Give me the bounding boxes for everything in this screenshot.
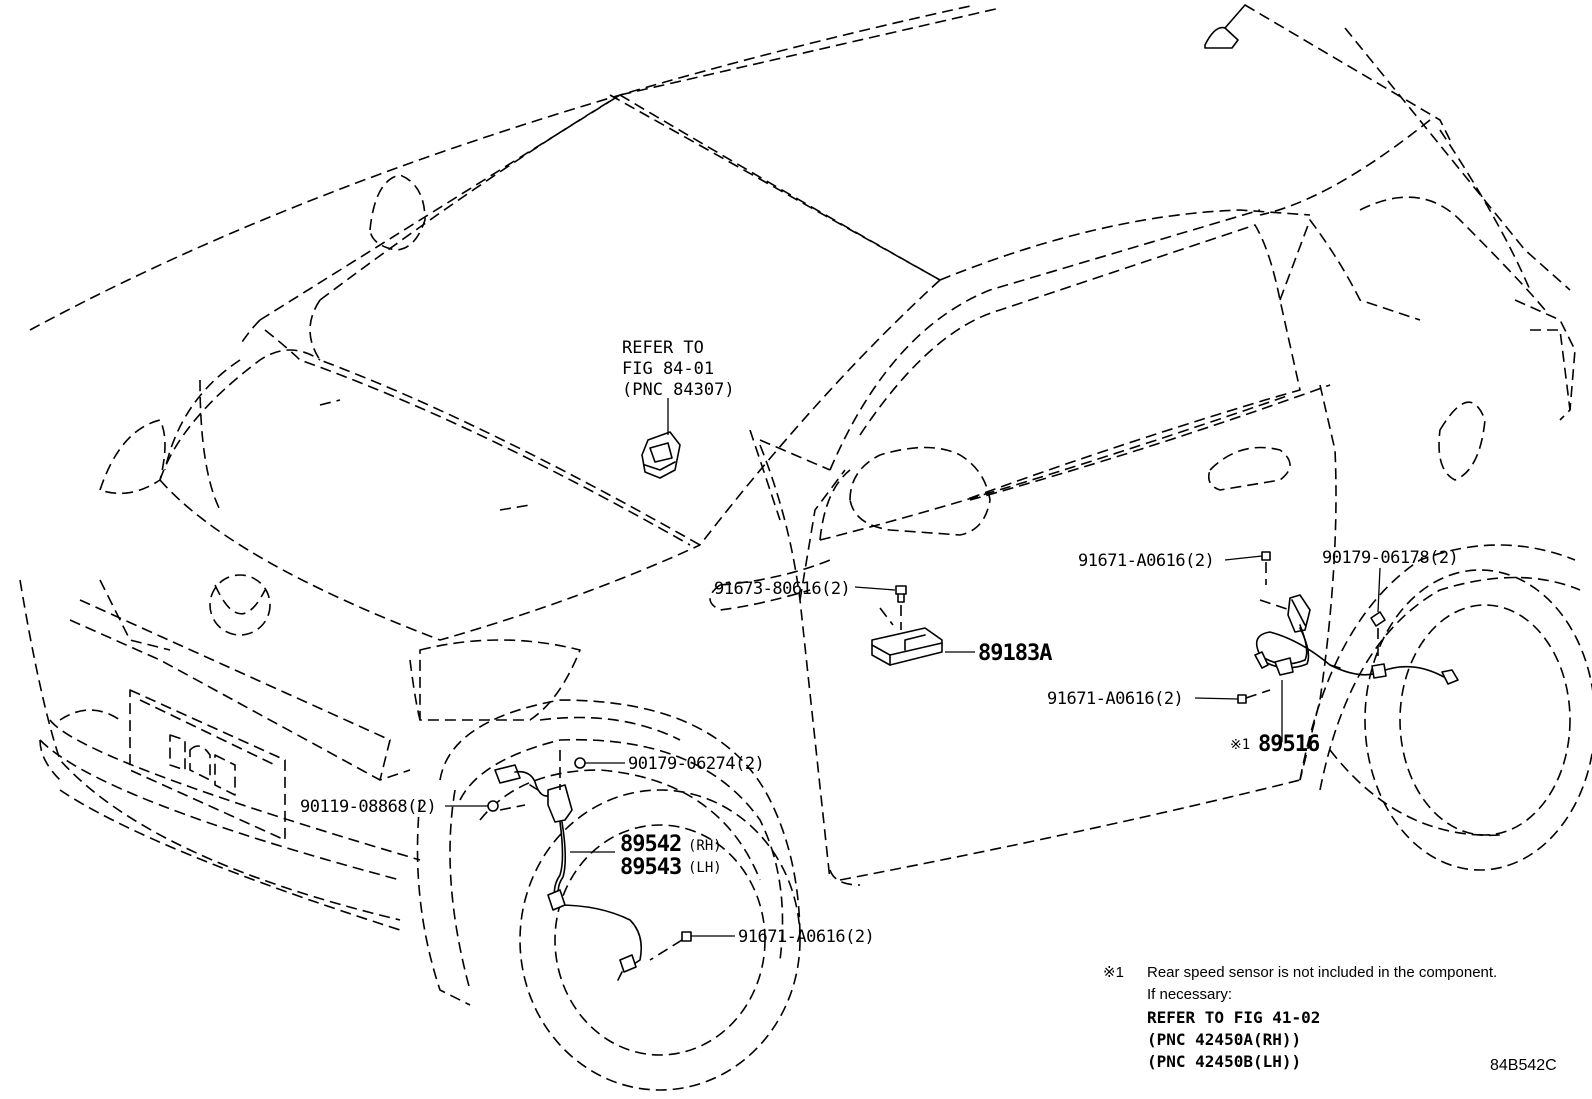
callout-clip-90119: 90119-08868(2) [300,797,436,817]
callout-clip-90179-06274: 90179-06274(2) [628,754,764,774]
callout-bolt-91671-front: 91671-A0616(2) [738,927,874,947]
yaw-rate-sensor-part [871,627,943,666]
rear-speed-sensor-harness [1237,551,1459,704]
front-speed-sensor-harness [487,750,692,981]
refer-fig-label: FIG 84-01 [622,359,714,379]
callout-rear-sensor-mark: ※1 [1230,737,1250,753]
note-mark: ※1 [1103,964,1124,981]
bolt-91673-part [879,585,907,630]
note-line-2: If necessary: [1147,986,1232,1003]
rain-sensor-part [641,431,681,479]
callout-89542: 89542 [620,832,681,857]
note-line-1: Rear speed sensor is not included in the… [1147,964,1497,981]
refer-to-label: REFER TO [622,338,704,358]
callout-89516: 89516 [1258,732,1320,757]
note-pnc-lh: (PNC 42450B(LH)) [1147,1052,1301,1071]
callout-89543-lh: (LH) [688,860,722,876]
callout-clip-90179-06178: 90179-06178(2) [1322,548,1458,568]
refer-pnc-label: (PNC 84307) [622,380,735,400]
callout-89543: 89543 [620,855,681,880]
leader-lines [445,398,1381,937]
note-pnc-rh: (PNC 42450A(RH)) [1147,1030,1301,1049]
note-refer-fig: REFER TO FIG 41-02 [1147,1008,1320,1027]
callout-89542-rh: (RH) [688,838,722,854]
callout-89183A: 89183A [978,641,1052,666]
callout-bolt-91671-top: 91671-A0616(2) [1078,551,1214,571]
car-outline [19,4,1592,1091]
figure-code: 84B542C [1490,1057,1557,1074]
callout-bolt-91673: 91673-80616(2) [714,579,850,599]
callout-bolt-91671-mid: 91671-A0616(2) [1047,689,1183,709]
